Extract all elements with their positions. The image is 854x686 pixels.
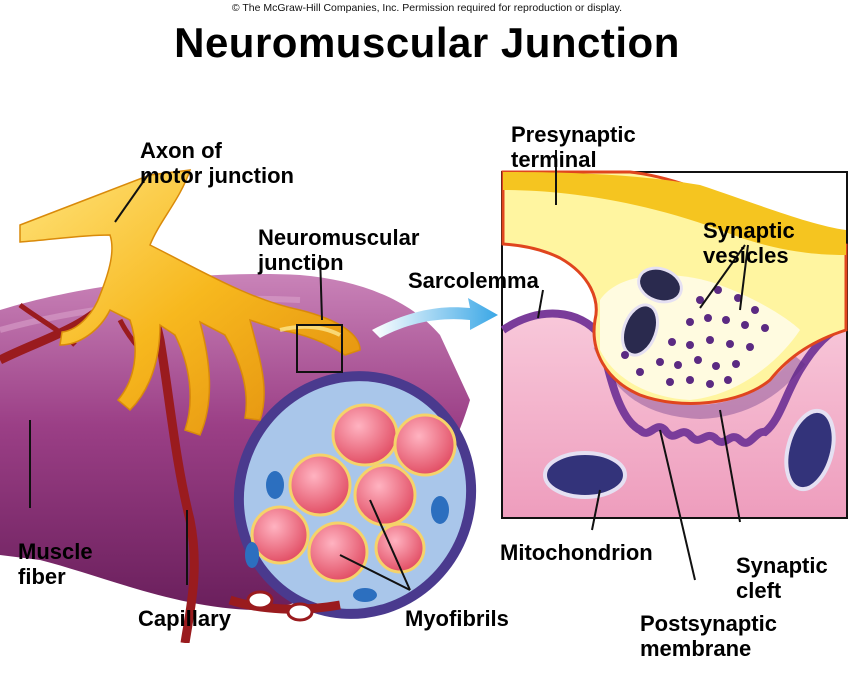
synapse-inset: [500, 170, 848, 519]
label-capillary: Capillary: [138, 606, 231, 631]
diagram-canvas: © The McGraw-Hill Companies, Inc. Permis…: [0, 2, 848, 661]
diagram-title: Neuromuscular Junction: [174, 19, 680, 66]
zoom-arrow-icon: [372, 298, 498, 338]
diagram-illustration: [0, 150, 848, 643]
label-myofibrils: Myofibrils: [405, 606, 509, 631]
label-mitochondrion: Mitochondrion: [500, 540, 653, 565]
leader-lines: [29, 150, 749, 591]
copyright-notice: © The McGraw-Hill Companies, Inc. Permis…: [231, 2, 623, 14]
myofibril-bundle: [245, 403, 457, 602]
junction-zoom-box: [296, 324, 343, 373]
motor-axon: [19, 169, 361, 436]
label-sarcolemma: Sarcolemma: [408, 268, 539, 293]
